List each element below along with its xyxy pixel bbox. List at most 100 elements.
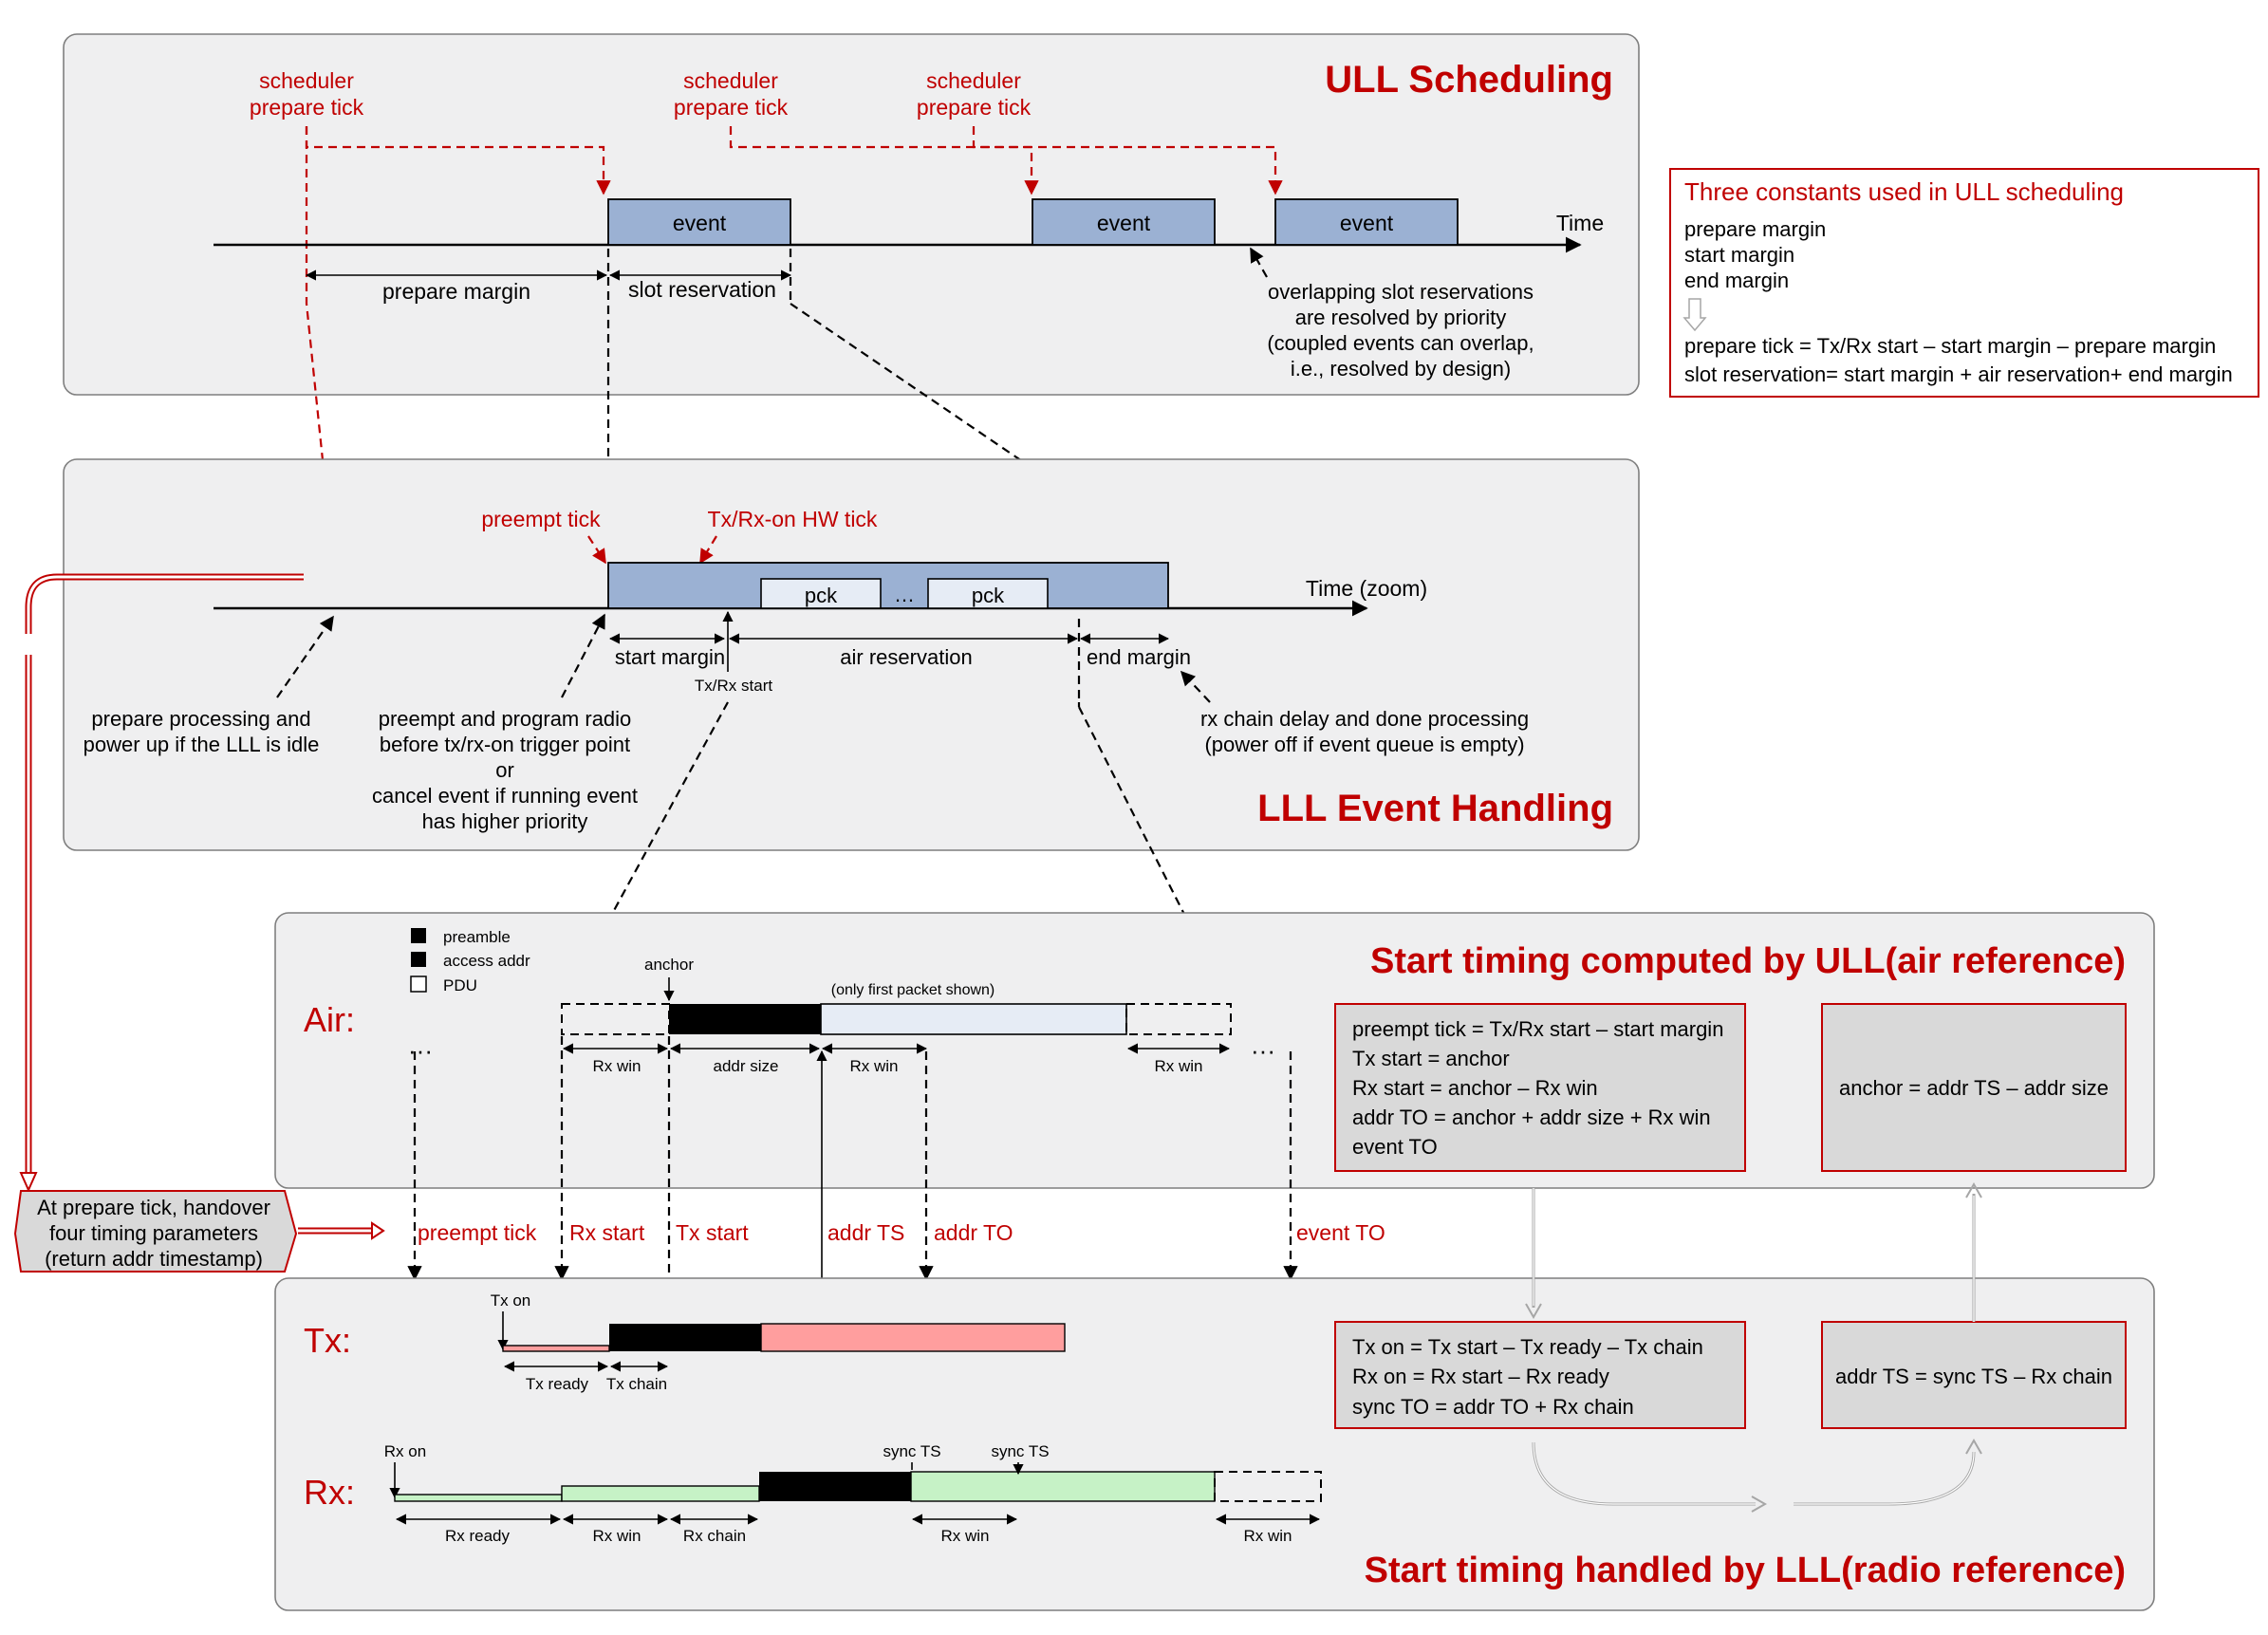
handover-text-3: (return addr timestamp) — [45, 1247, 263, 1271]
svg-text:prepare tick: prepare tick — [250, 95, 364, 120]
legend-swatch-access-addr — [411, 952, 426, 967]
overlap-note: overlapping slot reservations are resolv… — [1267, 280, 1534, 381]
legend-swatch-preamble — [411, 928, 426, 943]
rx-win-label-1: Rx win — [592, 1057, 641, 1075]
air-formula-line-3: Rx start = anchor – Rx win — [1352, 1076, 1598, 1100]
handover-flow-arrow — [19, 573, 304, 1193]
packet-ellipsis: … — [894, 583, 915, 606]
legend: preamble access addr PDU — [410, 928, 530, 994]
hw-tick-label: Tx/Rx-on HW tick — [708, 507, 878, 531]
tx-on-label: Tx on — [491, 1291, 531, 1310]
svg-text:has higher priority: has higher priority — [422, 809, 588, 833]
tx-row-label: Tx: — [304, 1321, 351, 1360]
air-pdu — [820, 1003, 1127, 1035]
constant-start-margin: start margin — [1684, 243, 1794, 267]
anchor-formula-box — [1821, 1003, 2127, 1172]
tx-chain-label: Tx chain — [606, 1375, 667, 1393]
air-left-dots: ··· — [408, 1036, 433, 1065]
sync-ts-label-1: sync TS — [883, 1442, 940, 1460]
air-right-dots: ··· — [1251, 1036, 1275, 1065]
event-label-3: event — [1340, 211, 1394, 235]
prepare-tick-drop-line — [305, 126, 344, 609]
slot-reservation-block — [607, 562, 1169, 609]
rx-on-label: Rx on — [384, 1442, 426, 1460]
rx-ramp-up — [394, 1494, 563, 1502]
panel-title: ULL Scheduling — [1325, 59, 1613, 101]
svg-text:overlapping slot reservations: overlapping slot reservations — [1268, 280, 1534, 304]
legend-preamble: preamble — [443, 928, 511, 946]
handover-text-1: At prepare tick, handover — [37, 1196, 270, 1219]
air-formula-line-5: event TO — [1352, 1135, 1438, 1159]
anchor-formula: anchor = addr TS – addr size — [1839, 1076, 2109, 1100]
preempt-tick-label: preempt tick — [481, 507, 601, 531]
param-addr-ts: addr TS — [827, 1220, 904, 1245]
panel-title: Start timing computed by ULL(air referen… — [1370, 941, 2126, 981]
air-reference-panel: Start timing computed by ULL(air referen… — [274, 912, 2155, 1189]
svg-text:before tx/rx-on trigger point: before tx/rx-on trigger point — [380, 733, 630, 756]
ull-scheduling-panel: ULL Scheduling scheduler prepare tick sc… — [63, 33, 1640, 609]
handover-callout — [13, 1190, 298, 1273]
param-rx-start: Rx start — [569, 1220, 645, 1245]
tx-ramp-up — [502, 1345, 610, 1352]
svg-text:i.e., resolved by design): i.e., resolved by design) — [1291, 357, 1511, 381]
addr-size-label: addr size — [714, 1057, 779, 1075]
panel-title: Start timing handled by LLL(radio refere… — [1365, 1551, 2126, 1590]
formula-slot-reservation: slot reservation= start margin + air res… — [1684, 362, 2233, 386]
event-label-2: event — [1097, 211, 1151, 235]
panel-title: LLL Event Handling — [1257, 788, 1613, 829]
svg-text:scheduler: scheduler — [259, 68, 354, 93]
rx-chain-label: Rx chain — [683, 1527, 746, 1545]
rx-win-label-a: Rx win — [592, 1527, 641, 1545]
packet-label-1: pck — [805, 584, 838, 607]
down-arrow-icon — [1682, 298, 1707, 332]
hw-tick-pointer — [699, 535, 717, 565]
air-formula-box — [1334, 1003, 1746, 1172]
constant-end-margin: end margin — [1684, 269, 1789, 292]
air-formula-line-1: preempt tick = Tx/Rx start – start margi… — [1352, 1017, 1723, 1041]
svg-text:preempt and program radio: preempt and program radio — [379, 707, 632, 731]
overlap-pointer — [1250, 247, 1268, 278]
constants-box-frame — [1669, 168, 2259, 398]
flow-up-arrowhead — [1965, 1181, 1982, 1198]
air-formula-line-2: Tx start = anchor — [1352, 1047, 1510, 1070]
time-axis-label: Time — [1556, 211, 1604, 235]
sched-tick-label-1: scheduler prepare tick — [250, 68, 364, 120]
txrx-start-label: Tx/Rx start — [695, 677, 772, 695]
flow-curve-right-head — [1751, 1496, 1768, 1513]
rx-win-label-b: Rx win — [940, 1527, 989, 1545]
param-addr-to: addr TO — [934, 1220, 1013, 1245]
event-block-3 — [1274, 198, 1459, 246]
anchor-label: anchor — [644, 956, 694, 974]
event-label-1: event — [673, 211, 727, 235]
radio-formula-line-2: Rx on = Rx start – Rx ready — [1352, 1365, 1609, 1388]
handover-pointer-arrow — [298, 1221, 385, 1240]
svg-text:or: or — [495, 758, 514, 782]
rx-win-label-3: Rx win — [1154, 1057, 1202, 1075]
panel-background — [63, 33, 1640, 396]
end-margin-label: end margin — [1087, 645, 1191, 669]
rx-chain-note: rx chain delay and done processing (powe… — [1200, 707, 1529, 756]
rx-win-label-2: Rx win — [849, 1057, 898, 1075]
start-margin-label: start margin — [615, 645, 725, 669]
svg-text:are resolved by priority: are resolved by priority — [1295, 306, 1507, 329]
zoom-time-label: Time (zoom) — [1306, 576, 1427, 601]
prepare-note-pointer — [276, 615, 334, 698]
air-reservation-label: air reservation — [840, 645, 972, 669]
air-preamble-access-addr — [669, 1004, 821, 1034]
legend-swatch-pdu — [410, 975, 427, 993]
sched-tick-label-3: scheduler prepare tick — [917, 68, 1032, 120]
first-packet-note: (only first packet shown) — [831, 982, 995, 998]
svg-text:prepare processing and: prepare processing and — [91, 707, 310, 731]
tx-pdu — [760, 1323, 1066, 1352]
radio-formula-box — [1334, 1321, 1746, 1429]
svg-text:prepare tick: prepare tick — [674, 95, 789, 120]
rx-listen-window — [561, 1485, 760, 1502]
zoom-guide-right — [790, 303, 1171, 563]
sched-tick-label-2: scheduler prepare tick — [674, 68, 789, 120]
rx-pdu — [910, 1471, 1216, 1502]
handover-row: At prepare tick, handover four timing pa… — [13, 1036, 1385, 1495]
legend-pdu: PDU — [443, 976, 477, 994]
lll-event-panel: LLL Event Handling preempt tick Tx/Rx-on… — [63, 458, 1640, 851]
event-block-2 — [1032, 198, 1216, 246]
param-tx-start: Tx start — [676, 1220, 749, 1245]
